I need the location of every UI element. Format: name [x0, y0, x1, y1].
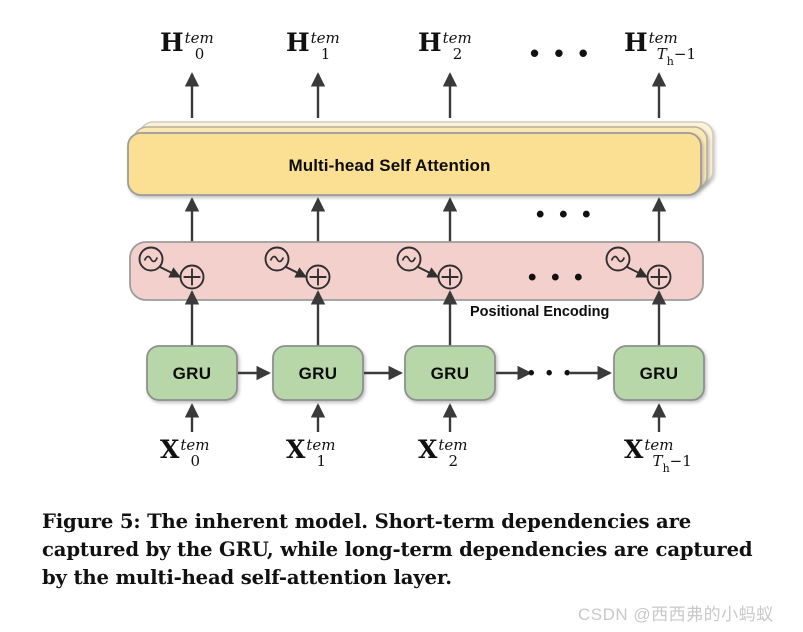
input-label-3: XtemTh−1 — [624, 435, 692, 475]
input-label-0: Xtem0 — [160, 435, 210, 471]
gru-cell-1[interactable] — [272, 345, 364, 401]
attention-block-label: Multi-head Self Attention — [288, 156, 491, 175]
gru-cell-0[interactable] — [146, 345, 238, 401]
attention-layer-front — [127, 132, 702, 196]
output-label-0: Htem0 — [160, 28, 214, 64]
pe-ellipsis: • • • — [528, 264, 587, 291]
pe-unit-3 — [605, 246, 672, 290]
top-ellipsis: • • • — [530, 38, 592, 68]
sine-wave-icon — [264, 246, 290, 272]
pe-to-attention-arrows — [184, 197, 667, 248]
sine-to-sum-arrow — [159, 266, 182, 278]
middle-ellipsis: • • • — [536, 201, 595, 228]
output-label-3: HtemTh−1 — [624, 28, 696, 68]
sine-wave-icon — [396, 246, 422, 272]
output-label-1: Htem1 — [286, 28, 340, 64]
gru-chain-ellipsis: • • • — [528, 363, 574, 384]
gru-cell-3[interactable] — [613, 345, 705, 401]
sine-wave-icon — [605, 246, 631, 272]
output-label-2: Htem2 — [418, 28, 472, 64]
pe-unit-2 — [396, 246, 463, 290]
sine-wave-glyph — [143, 255, 159, 263]
gru-cell-label-2: GRU — [430, 364, 470, 383]
input-label-2: Xtem2 — [418, 435, 468, 471]
multihead-self-attention-block[interactable] — [127, 121, 714, 196]
gru-cell-label-3: GRU — [639, 364, 679, 383]
gru-to-pe-arrows — [184, 290, 667, 347]
input-label-1: Xtem1 — [286, 435, 336, 471]
gru-cell-label-1: GRU — [298, 364, 338, 383]
output-arrows — [184, 72, 667, 118]
pe-unit-0 — [138, 246, 205, 290]
csdn-watermark: CSDN @西西弗的小蚂蚁 — [578, 605, 774, 624]
positional-encoding-label: Positional Encoding — [470, 304, 610, 320]
gru-cell-2[interactable] — [404, 345, 496, 401]
pe-unit-1 — [264, 246, 331, 290]
sine-wave-icon — [138, 246, 164, 272]
gru-cell-label-0: GRU — [172, 364, 212, 383]
figure-caption: Figure 5: The inherent model. Short-term… — [42, 510, 753, 589]
input-arrows — [184, 403, 667, 432]
